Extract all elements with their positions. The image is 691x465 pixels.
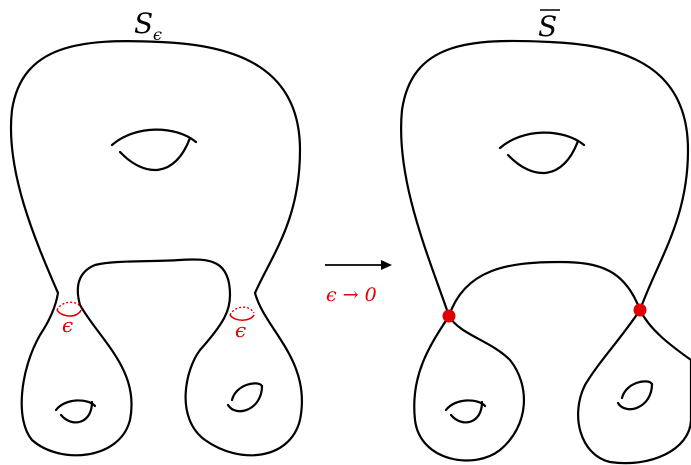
arrow-label: ϵ → 0	[326, 284, 377, 306]
neck-label-right: ϵ	[235, 318, 246, 342]
surface-s-bar-outline-upper	[400, 39, 690, 318]
handle-top-left	[110, 128, 198, 172]
title-right: S	[538, 10, 557, 43]
handle-top-right	[498, 131, 586, 175]
handle-lower-right-2	[616, 380, 654, 411]
collar-left	[56, 301, 82, 317]
surface-s-bar: S	[400, 9, 691, 465]
surface-s-epsilon: ϵ ϵ S ϵ	[9, 7, 303, 457]
node-right	[633, 303, 647, 317]
surface-s-bar-outline-right-lobe	[577, 308, 691, 465]
surface-s-epsilon-outline	[9, 39, 303, 457]
handle-lower-right-1	[444, 399, 487, 424]
handle-lower-left-2	[226, 382, 264, 413]
degeneration-arrow: ϵ → 0	[325, 260, 392, 306]
handle-lower-left-1	[54, 399, 97, 424]
title-left-subscript: ϵ	[153, 25, 162, 44]
title-left: S	[134, 7, 153, 40]
surface-s-bar-outline-left-lobe	[413, 314, 526, 462]
neck-label-left: ϵ	[62, 313, 73, 337]
collar-right	[229, 306, 255, 322]
node-left	[442, 309, 456, 323]
